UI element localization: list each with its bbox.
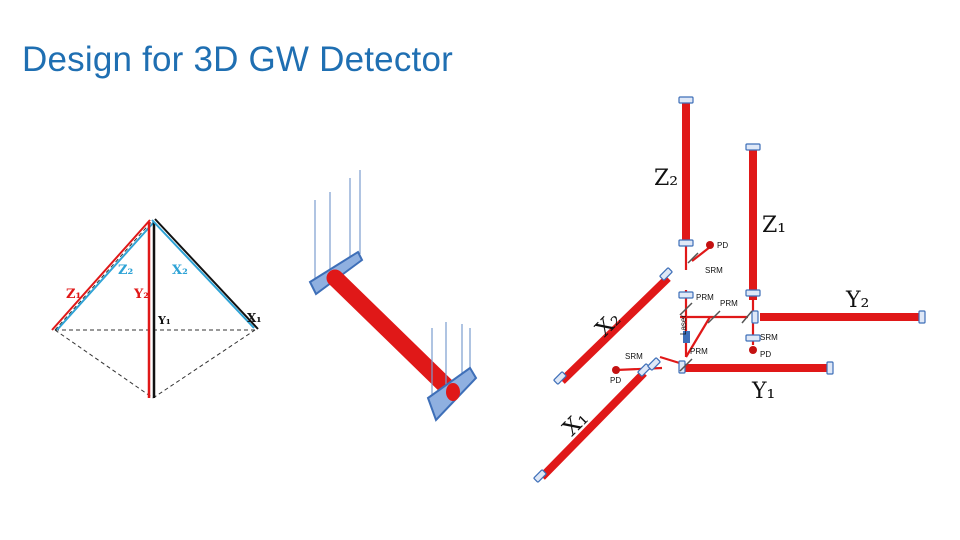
- pyramid-edge-z1-red: [51, 219, 151, 331]
- pyramid-label-y1: Y₁: [157, 314, 171, 327]
- laser-source: [683, 331, 690, 343]
- label-pd-top: PD: [717, 241, 728, 250]
- pyramid-label-y2: Y₂: [133, 287, 149, 302]
- interferometer-layout: Z₂ Z₁ Y₂ Y₁ X₂ X₁ PD SRM PRM PRM Laser S…: [533, 96, 926, 483]
- label-srm-right: SRM: [760, 333, 778, 342]
- arm-label-z2: Z₂: [654, 166, 678, 191]
- end-mirrors: [533, 96, 926, 483]
- photodetector-left: [612, 366, 620, 374]
- arm-label-z1: Z₁: [762, 213, 786, 238]
- arm-label-x2: X₂: [591, 307, 626, 342]
- photodetector-right: [749, 346, 757, 354]
- beam-splitters: [679, 252, 753, 372]
- pyramid-edge-x2-blue: [151, 219, 255, 329]
- label-prm-left: PRM: [696, 293, 714, 302]
- label-pd-left: PD: [610, 376, 621, 385]
- pyramid-label-x1: X₁: [247, 311, 262, 325]
- beam-spot: [446, 383, 460, 401]
- single-arm-diagram: [308, 170, 478, 422]
- label-prm-right: PRM: [720, 299, 738, 308]
- arm-x2: [559, 275, 671, 384]
- photodetector-top: [706, 241, 714, 249]
- arm-x1: [539, 370, 647, 480]
- pyramid-label-x2: X₂: [172, 263, 188, 278]
- pyramid-edge-z2-blue: [56, 221, 155, 331]
- label-prm-bottom: PRM: [690, 347, 708, 356]
- pyramid-label-z1: Z₁: [66, 287, 81, 302]
- slide-title: Design for 3D GW Detector: [22, 40, 453, 79]
- label-pd-right: PD: [760, 350, 771, 359]
- arm-label-y1: Y₁: [751, 379, 775, 404]
- arm-label-x1: X₁: [558, 406, 593, 441]
- pyramid-diagram: Z₁ Z₂ Y₂ X₂ Y₁ X₁: [51, 218, 262, 399]
- arm-label-y2: Y₂: [845, 288, 869, 313]
- label-srm-left: SRM: [625, 352, 643, 361]
- cavity-beam: [326, 269, 459, 399]
- pyramid-label-z2: Z₂: [118, 263, 133, 278]
- label-srm-top: SRM: [705, 266, 723, 275]
- label-laser: Laser: [679, 315, 688, 335]
- pyramid-edge-x1-black: [154, 218, 259, 330]
- suspension-wires-top: [314, 170, 361, 278]
